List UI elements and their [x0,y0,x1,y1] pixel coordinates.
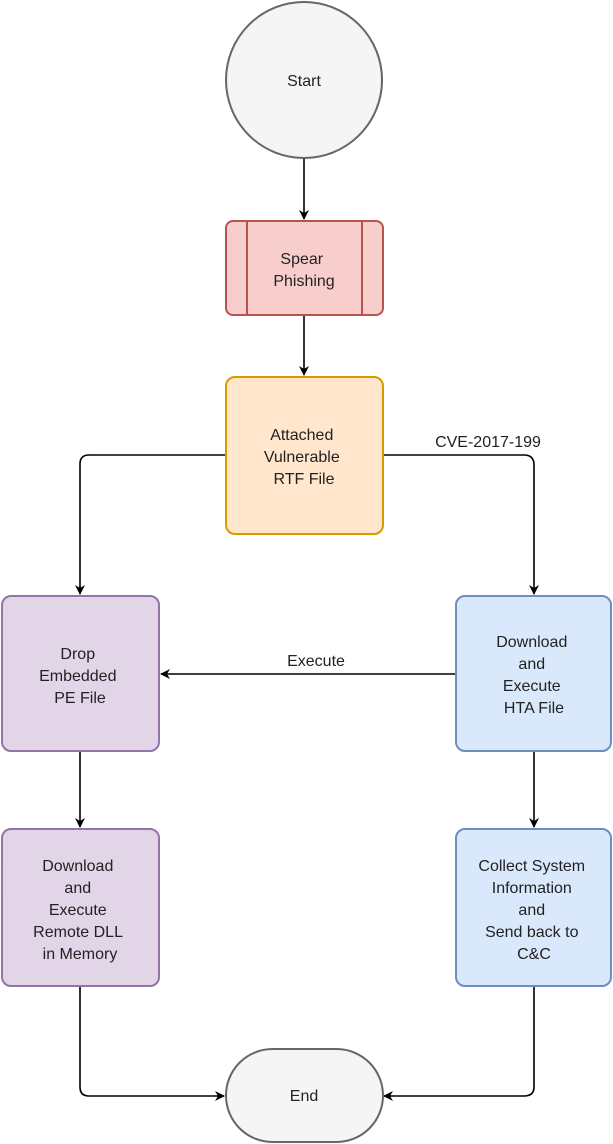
edge-remote-dll-to-end [79,987,225,1101]
end-label: End [290,1088,318,1105]
cve-label-background [418,430,560,452]
collect-info-line: Send back to [485,924,579,941]
collect-info-line: C&C [517,946,551,963]
spear-phishing-line: Spear [280,251,323,268]
cve-label: CVE-2017-199 [435,434,541,451]
collect-info-line: Information [492,880,572,897]
drop-pe-line: Drop [60,646,95,663]
collect-info-line: and [518,902,545,919]
rtf-file-node[interactable]: Attached Vulnerable RTF File [225,376,384,535]
drop-pe-node[interactable]: Drop Embedded PE File [1,595,160,752]
download-hta-line: and [518,656,545,673]
remote-dll-line: in Memory [43,946,118,963]
drop-pe-line: PE File [54,690,106,707]
rtf-file-box [225,376,384,535]
remote-dll-line: Execute [49,902,107,919]
spear-phishing-node[interactable]: Spear Phishing [225,220,384,316]
remote-dll-label: Download and Execute Remote DLL in Memor… [33,858,127,963]
spear-phishing-box [225,220,384,316]
collect-info-node[interactable]: Collect System Information and Send back… [455,828,612,987]
end-node[interactable]: End [225,1048,384,1143]
download-hta-box [455,595,612,752]
remote-dll-box [1,828,160,987]
rtf-file-line: Attached [270,427,333,444]
rtf-file-line: Vulnerable [264,449,340,466]
edge-rtf-file-to-download-hta [383,454,539,595]
download-hta-node[interactable]: Download and Execute HTA File [455,595,612,752]
drop-pe-label: Drop Embedded PE File [39,646,121,707]
collect-info-box [455,828,612,987]
remote-dll-line: Download [42,858,113,875]
spear-phishing-line: Phishing [273,273,334,290]
edge-labels: CVE-2017-199 Execute [287,430,560,670]
execute-label: Execute [287,653,345,670]
remote-dll-line: and [64,880,91,897]
start-circle [225,1,383,159]
download-hta-line: Download [496,634,567,651]
download-hta-line: HTA File [504,700,564,717]
spear-phishing-label: Spear Phishing [273,251,334,290]
remote-dll-line: Remote DLL [33,924,123,941]
edge-collect-info-to-end [383,987,535,1101]
download-hta-line: Execute [503,678,561,695]
start-node[interactable]: Start [225,1,383,159]
drop-pe-box [1,595,160,752]
start-label: Start [287,73,321,90]
remote-dll-node[interactable]: Download and Execute Remote DLL in Memor… [1,828,160,987]
rtf-file-label: Attached Vulnerable RTF File [264,427,344,488]
collect-info-line: Collect System [478,858,585,875]
download-hta-label: Download and Execute HTA File [496,634,572,717]
rtf-file-line: RTF File [273,471,334,488]
edges [75,158,539,1101]
end-shape [225,1048,384,1143]
collect-info-label: Collect System Information and Send back… [478,858,589,963]
edge-rtf-file-to-drop-pe [75,454,226,595]
drop-pe-line: Embedded [39,668,116,685]
